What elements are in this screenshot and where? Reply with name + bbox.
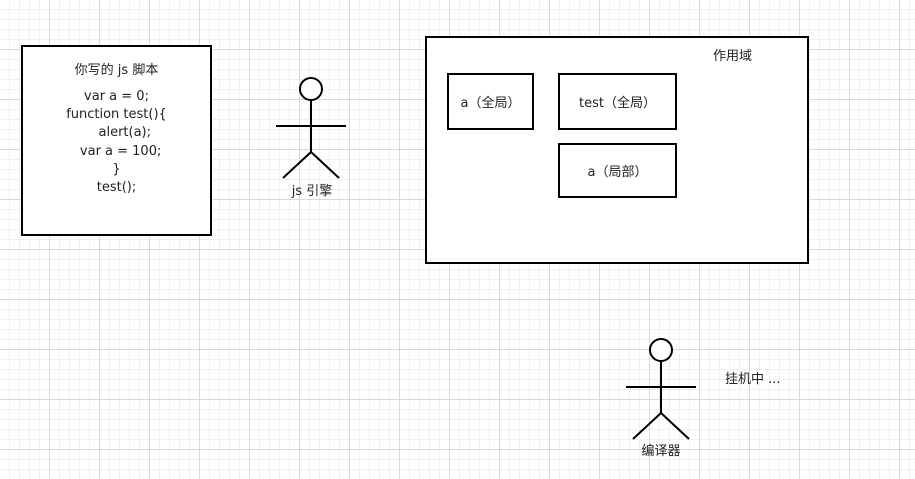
code-line: function test(){ (66, 107, 167, 123)
code-line: alert(a); (81, 125, 152, 141)
code-block: var a = 0; function test(){ alert(a); va… (23, 88, 210, 197)
script-box: 你写的 js 脚本 var a = 0; function test(){ al… (21, 45, 212, 236)
compiler-actor-icon (626, 338, 696, 440)
scope-item-a-local: a（局部） (558, 143, 677, 198)
js-engine-actor-icon (276, 77, 346, 179)
script-box-title: 你写的 js 脚本 (74, 63, 159, 78)
code-line: var a = 0; (84, 89, 149, 104)
compiler-status-text: 挂机中 ... (725, 372, 781, 387)
code-line: test(); (96, 180, 137, 196)
scope-item-label: a（全局） (460, 96, 521, 111)
scope-title: 作用域 (713, 49, 753, 64)
compiler-label: 编译器 (641, 444, 681, 459)
js-engine-label: js 引擎 (291, 184, 333, 199)
scope-item-label: a（局部） (587, 165, 648, 180)
code-line: var a = 100; (71, 143, 162, 159)
code-line: } (112, 161, 121, 177)
scope-container: 作用域 a（全局） test（全局） a（局部） (425, 36, 809, 264)
scope-item-test-global: test（全局） (558, 73, 677, 130)
scope-item-label: test（全局） (579, 96, 656, 111)
scope-item-a-global: a（全局） (447, 73, 534, 130)
